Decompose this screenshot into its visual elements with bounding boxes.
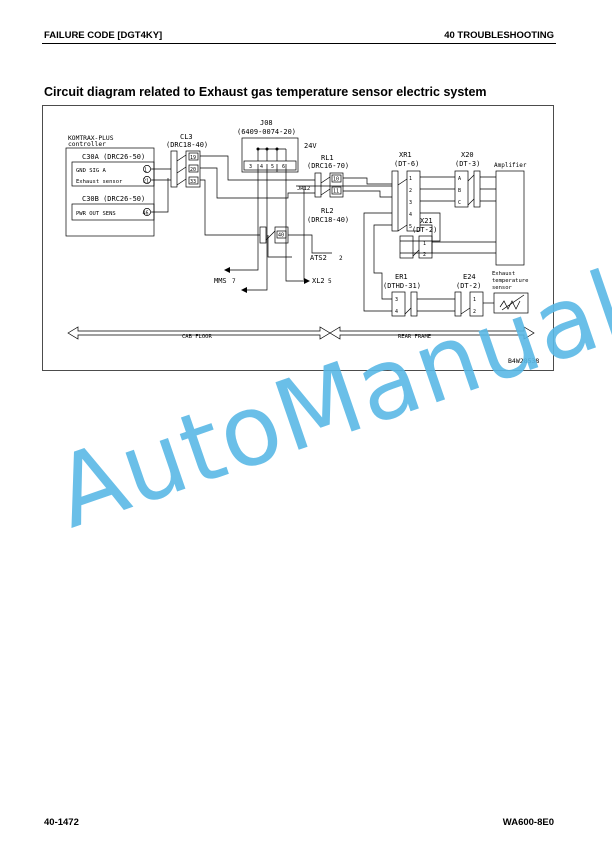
- rl1-connector-right: [329, 172, 344, 198]
- pin-er1-1: 3: [395, 297, 398, 303]
- mms-label: MMS: [214, 277, 227, 285]
- xl2-pin: 5: [328, 278, 332, 285]
- jr12-label: JR12: [297, 186, 310, 192]
- x21-label: X21: [420, 217, 433, 225]
- sensor-label-3: sensor: [492, 285, 513, 291]
- ats2-pin: 2: [339, 255, 343, 262]
- cl3-connector-left: [170, 150, 178, 188]
- pin-c30a-2-label: 21: [143, 179, 149, 185]
- page-title: Circuit diagram related to Exhaust gas t…: [44, 85, 487, 99]
- rl2-type: (DRC18-40): [307, 216, 349, 224]
- model-code: WA600-8E0: [502, 817, 554, 828]
- controller-label-1: KOMTRAX-PLUS: [68, 135, 114, 142]
- rl1-type: (DRC16-70): [307, 162, 349, 170]
- e24-connector-right: [469, 291, 484, 317]
- cl3-connector-right: [185, 150, 201, 188]
- pin-x20-2: B: [458, 188, 461, 194]
- circuit-diagram: KOMTRAX-PLUS controller C30A (DRC26-50) …: [42, 105, 554, 371]
- cl3-label: CL3: [180, 133, 193, 141]
- c30b-signal: PWR OUT SENS: [76, 211, 116, 217]
- amplifier-label: Amplifier: [494, 162, 527, 169]
- pin-e24-2: 2: [473, 309, 476, 315]
- header-divider: [42, 43, 556, 44]
- pin-xr1-2: 2: [409, 188, 412, 194]
- j08-label: J08: [260, 119, 273, 127]
- c30a-connector: [71, 161, 155, 187]
- pin-x21-1: 1: [423, 241, 426, 247]
- pin-x20-1: A: [458, 176, 461, 182]
- rear-frame-label: REAR FRAME: [398, 334, 431, 340]
- sensor-label-1: Exhaust: [492, 271, 515, 277]
- x20-type: (DT-3): [455, 160, 480, 168]
- pin-c30b-1: [143, 208, 151, 216]
- xl2-label: XL2: [312, 277, 325, 285]
- pin-e24-1: 1: [473, 297, 476, 303]
- pin-j08-3: 5: [271, 164, 274, 170]
- pin-er1-2: 4: [395, 309, 398, 315]
- x20-connector-right: [473, 170, 481, 208]
- xr1-connector-left: [391, 170, 399, 232]
- pin-rl1-1: 10: [333, 177, 339, 183]
- pin-j08-1: 3: [249, 164, 252, 170]
- pin-rl1-2: 11: [333, 189, 339, 195]
- er1-label: ER1: [395, 273, 408, 281]
- controller-box: [65, 147, 155, 237]
- drawing-id: B4W28538: [508, 357, 539, 365]
- pin-xr1-4: 4: [409, 212, 412, 218]
- rl1-label: RL1: [321, 154, 334, 162]
- x20-connector-left: [454, 170, 469, 208]
- x21-connector-left: [399, 235, 414, 259]
- xr1-label: XR1: [399, 151, 412, 159]
- e24-label: E24: [463, 273, 476, 281]
- pin-x20-3: C: [458, 200, 461, 206]
- pin-c30a-1: [143, 165, 151, 173]
- e24-connector-left: [454, 291, 462, 317]
- pin-xr1-5: 5: [409, 224, 412, 230]
- c30a-signal-1: GND SIG A: [76, 168, 106, 174]
- mms-pin: 7: [232, 278, 236, 285]
- rl2-label: RL2: [321, 207, 334, 215]
- pin-c30a-1-label: 1: [144, 168, 147, 174]
- xr1-type: (DT-6): [394, 160, 419, 168]
- x20-label: X20: [461, 151, 474, 159]
- sensor-label-2: temperature: [492, 278, 528, 284]
- diagram-frame: [42, 105, 554, 371]
- controller-label-2: controller: [68, 141, 106, 148]
- pin-cl3-2: 20: [190, 167, 196, 173]
- rear-frame-arrow: [329, 326, 535, 340]
- ats2-label: ATS2: [310, 254, 327, 262]
- cab-floor-label: CAB FLOOR: [182, 334, 212, 340]
- j08-connector: [241, 137, 299, 173]
- e24-type: (DT-2): [456, 282, 481, 290]
- page-number: 40-1472: [44, 817, 79, 828]
- pin-cl3-1: 19: [190, 155, 196, 161]
- pin-xr1-1: 1: [409, 176, 412, 182]
- er1-connector-left: [391, 291, 406, 317]
- pin-rl2-1: 40: [278, 233, 284, 239]
- pin-c30b-1-label: 46: [143, 211, 149, 217]
- c30a-label: C30A (DRC26-50): [82, 153, 145, 161]
- pin-j08-4: 6: [282, 164, 285, 170]
- x21-type: (DT-2): [412, 226, 437, 234]
- er1-type: (DTHD-31): [383, 282, 421, 290]
- rl2-connector-left: [259, 226, 267, 244]
- rl1-connector-left: [314, 172, 322, 198]
- pin-j08-2: 4: [260, 164, 263, 170]
- cl3-type: (DRC18-40): [166, 141, 208, 149]
- c30a-signal-2: Exhaust sensor: [76, 179, 123, 185]
- c30b-label: C30B (DRC26-50): [82, 195, 145, 203]
- pin-xr1-3: 3: [409, 200, 412, 206]
- amplifier-box: [495, 170, 525, 266]
- pin-x21-2: 2: [423, 252, 426, 258]
- j08-voltage: 24V: [304, 142, 317, 150]
- pin-cl3-3: 33: [190, 179, 196, 185]
- j08-type: (6409-0074-20): [237, 128, 296, 136]
- header-chapter-label: 40 TROUBLESHOOTING: [444, 30, 554, 41]
- header-section-label: FAILURE CODE [DGT4KY]: [44, 30, 163, 41]
- er1-connector-right: [410, 291, 418, 317]
- pin-c30a-2: [143, 176, 151, 184]
